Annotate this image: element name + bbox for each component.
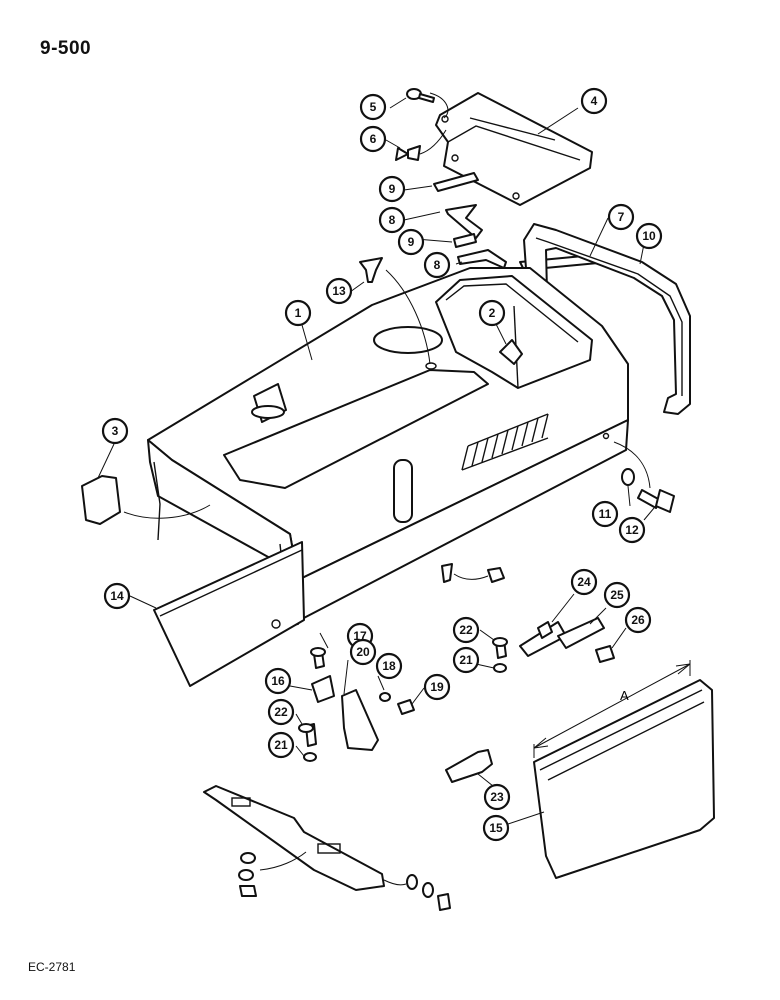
svg-text:1: 1	[295, 306, 302, 320]
svg-text:24: 24	[577, 575, 591, 589]
svg-text:15: 15	[489, 821, 503, 835]
svg-text:7: 7	[618, 210, 625, 224]
callout-9b: 9	[397, 228, 425, 256]
svg-text:8: 8	[389, 213, 396, 227]
washers-right	[383, 874, 451, 911]
callout-19: 19	[423, 673, 451, 701]
svg-text:13: 13	[332, 284, 346, 298]
callout-2: 2	[478, 299, 506, 327]
leader-11-12	[613, 441, 651, 489]
cover-panel	[435, 92, 593, 206]
svg-text:3: 3	[112, 424, 119, 438]
page-number: 9-500	[40, 38, 92, 59]
callout-13: 13	[325, 277, 353, 305]
callout-21b: 21	[452, 646, 480, 674]
svg-text:23: 23	[490, 790, 504, 804]
callout-6: 6	[359, 125, 387, 153]
washer	[621, 468, 635, 486]
bracket-assembly-left	[298, 647, 415, 762]
callout-10: 10	[635, 222, 663, 250]
callout-20: 20	[349, 638, 377, 666]
callout-1: 1	[284, 299, 312, 327]
callout-11: 11	[591, 500, 619, 528]
svg-text:21: 21	[459, 653, 473, 667]
callout-18: 18	[375, 652, 403, 680]
bracket-assembly-right	[492, 617, 615, 673]
seal-strips	[433, 172, 507, 269]
svg-text:19: 19	[430, 680, 444, 694]
svg-text:5: 5	[370, 100, 377, 114]
leader-3	[123, 504, 211, 519]
plug	[359, 257, 383, 283]
svg-text:6: 6	[370, 132, 377, 146]
callout-23: 23	[483, 783, 511, 811]
hood	[147, 267, 629, 627]
svg-text:25: 25	[610, 588, 624, 602]
callout-15: 15	[482, 814, 510, 842]
side-panel-right	[533, 679, 715, 879]
callout-21: 21	[267, 731, 295, 759]
callout-8: 8	[378, 206, 406, 234]
svg-text:12: 12	[625, 523, 639, 537]
svg-text:9: 9	[389, 182, 396, 196]
svg-text:18: 18	[382, 659, 396, 673]
svg-text:8: 8	[434, 258, 441, 272]
callout-8b: 8	[423, 251, 451, 279]
clip	[499, 339, 523, 365]
bracket-nut	[441, 563, 505, 583]
callout-22b: 22	[452, 616, 480, 644]
callout-3: 3	[101, 417, 129, 445]
callout-leaders	[97, 97, 655, 825]
callout-14: 14	[103, 582, 131, 610]
callout-25: 25	[603, 581, 631, 609]
washers-left	[238, 851, 307, 897]
svg-text:10: 10	[642, 229, 656, 243]
svg-text:16: 16	[271, 674, 285, 688]
screw	[406, 88, 435, 103]
rubber-pad	[81, 475, 121, 525]
svg-text:21: 21	[274, 738, 288, 752]
svg-text:22: 22	[459, 623, 473, 637]
svg-text:26: 26	[631, 613, 645, 627]
callout-12: 12	[618, 516, 646, 544]
leader-6	[419, 129, 447, 155]
svg-text:11: 11	[599, 507, 612, 521]
svg-text:22: 22	[274, 705, 288, 719]
callout-7: 7	[607, 203, 635, 231]
callout-16: 16	[264, 667, 292, 695]
bolt	[637, 489, 675, 513]
svg-text:14: 14	[110, 589, 124, 603]
bottom-rail	[203, 785, 385, 891]
callout-26: 26	[624, 606, 652, 634]
bracket-23	[445, 749, 493, 783]
leader-13	[385, 269, 431, 365]
svg-text:9: 9	[408, 235, 415, 249]
leader-5	[429, 92, 449, 119]
side-panel-left	[153, 541, 305, 687]
callout-9: 9	[378, 175, 406, 203]
svg-text:4: 4	[591, 94, 598, 108]
svg-text:20: 20	[356, 645, 370, 659]
callout-4: 4	[580, 87, 608, 115]
dimension-label: A	[620, 688, 629, 703]
callout-5: 5	[359, 93, 387, 121]
dimension-a	[533, 660, 691, 758]
svg-text:2: 2	[489, 306, 496, 320]
wing-nut	[395, 145, 421, 161]
drawing-code: EC-2781	[28, 960, 76, 974]
callout-24: 24	[570, 568, 598, 596]
callout-22: 22	[267, 698, 295, 726]
